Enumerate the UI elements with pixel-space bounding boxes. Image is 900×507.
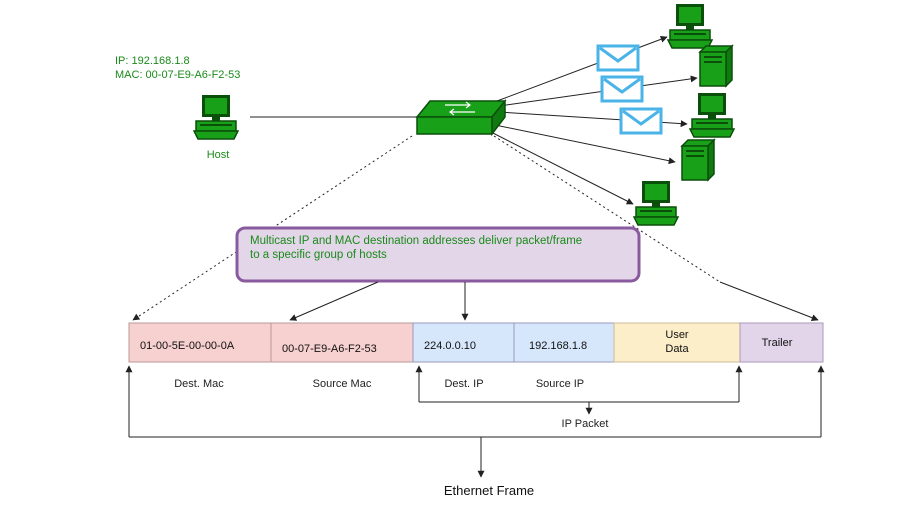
envelope-icon [619, 107, 663, 135]
dest-ip-label: Dest. IP [444, 378, 483, 390]
receiver-computer-icon [689, 92, 735, 138]
host-ip-text: IP: 192.168.1.8 [115, 55, 190, 67]
source-mac-value: 00-07-E9-A6-F2-53 [282, 343, 377, 355]
receiver-server-icon [681, 139, 715, 181]
ip-packet-bracket [415, 365, 743, 415]
callout-arrow-source-mac [289, 281, 379, 321]
source-ip-label: Source IP [536, 378, 584, 390]
trailer-cell [739, 322, 824, 363]
source-ip-value: 192.168.1.8 [529, 340, 587, 352]
frame-cells [128, 322, 824, 363]
callout-box [235, 226, 641, 283]
user-data-line1: User [665, 329, 689, 341]
receiver-computer-icon [633, 180, 679, 226]
dotted-left-line [132, 135, 413, 321]
dest-ip-cell [412, 322, 515, 363]
envelope-icon [600, 75, 644, 103]
host-computer-icon [193, 94, 239, 140]
callout-text-line1: Multicast IP and MAC destination address… [250, 235, 582, 247]
source-mac-label: Source Mac [313, 378, 372, 390]
dest-mac-value: 01-00-5E-00-00-0A [140, 340, 235, 352]
receiver-server-icon [699, 45, 733, 87]
user-data-line2: Data [665, 343, 689, 355]
user-data-cell [613, 322, 741, 363]
trailer-value: Trailer [762, 337, 793, 349]
ethernet-frame-label: Ethernet Frame [444, 483, 534, 498]
host-label: Host [207, 149, 230, 161]
receiver-computer-icon [667, 3, 713, 49]
ip-packet-label: IP Packet [562, 418, 609, 430]
switch-icon [415, 98, 507, 137]
dest-ip-value: 224.0.0.10 [424, 340, 476, 352]
callout-text-line2: to a specific group of hosts [250, 249, 387, 261]
source-ip-cell [513, 322, 615, 363]
envelope-icon [596, 44, 640, 72]
switch-receiver-links [486, 35, 698, 205]
ethernet-frame-bracket [125, 365, 825, 478]
dest-mac-label: Dest. Mac [174, 378, 224, 390]
host-mac-text: MAC: 00-07-E9-A6-F2-53 [115, 69, 240, 81]
dotted-right-tail [719, 281, 819, 321]
